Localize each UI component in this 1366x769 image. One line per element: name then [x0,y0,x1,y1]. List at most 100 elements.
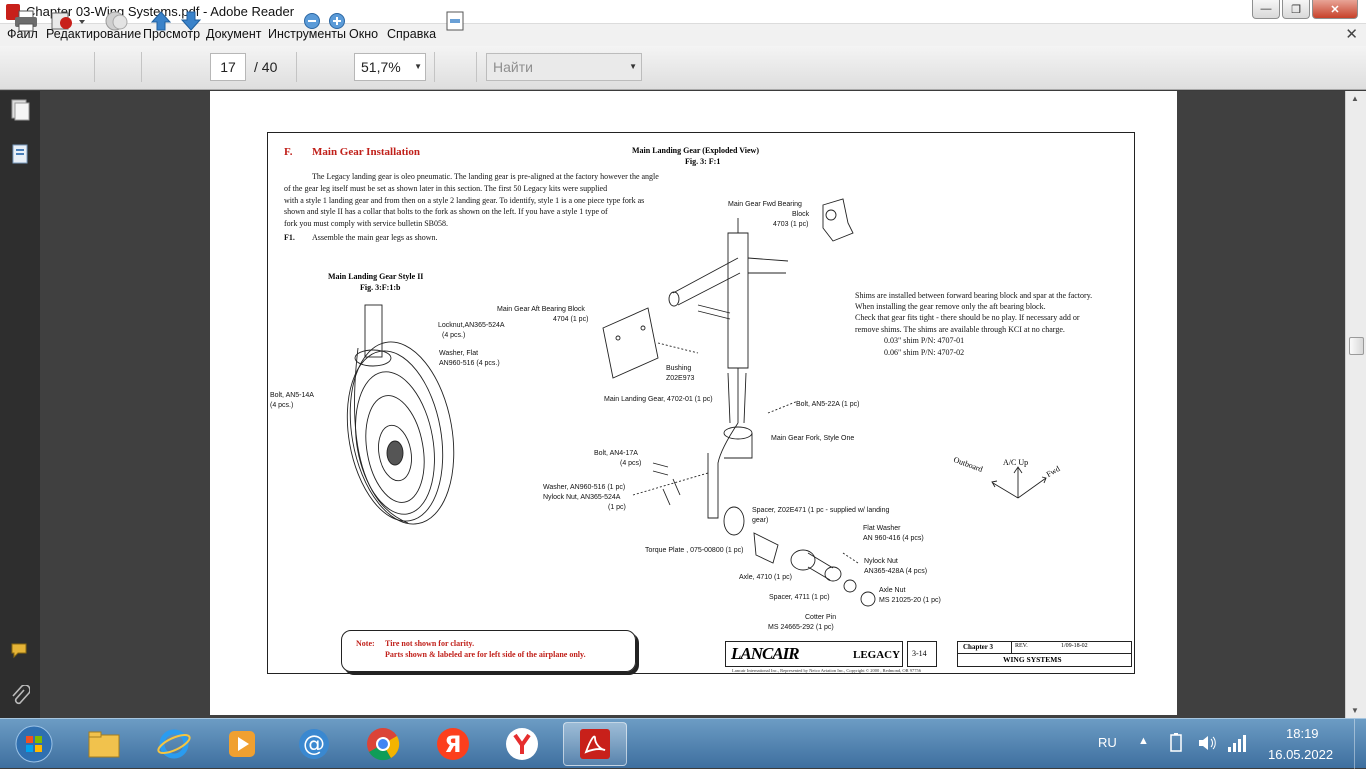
footer-section: WING SYSTEMS [1003,655,1062,664]
zoom-level-value: 51,7% [361,59,401,75]
footer-title-block: LANCAIR LEGACY 3-14 Chapter 3 REV. 1/09-… [725,641,1132,668]
label-axle: Axle, 4710 (1 pc) [739,574,792,581]
zoom-in-icon [329,13,345,29]
print-button[interactable] [12,8,40,34]
label-cotter-2: MS 24665-292 (1 pc) [768,624,834,631]
style2-fig: Fig. 3:F:1:b [360,283,401,292]
show-hidden-icons[interactable]: ▲ [1138,735,1149,747]
note-box: Note: Tire not shown for clarity. Parts … [341,630,636,672]
intro-line-5: fork you must comply with service bullet… [284,219,448,228]
label-axlenut: Axle Nut [879,587,906,594]
restore-button[interactable]: ❐ [1282,0,1310,19]
shim-line-4: remove shims. The shims are available th… [855,325,1065,334]
language-indicator[interactable]: RU [1098,735,1117,750]
shim-line-2: When installing the gear remove only the… [855,302,1046,311]
label-flatwasher-2: AN 960-416 (4 pcs) [863,535,924,542]
menu-help[interactable]: Справка [387,27,437,41]
taskbar-chrome[interactable] [351,722,415,766]
comment-button[interactable] [103,8,131,34]
label-spacer471: Spacer, Z02E471 (1 pc - supplied w/ land… [752,507,890,514]
minimize-button[interactable]: — [1252,0,1280,19]
pages-panel-icon[interactable] [10,99,30,121]
taskbar-explorer[interactable] [72,722,136,766]
scroll-down-icon[interactable]: ▼ [1351,706,1359,715]
taskbar-yandex[interactable]: Я [421,722,485,766]
taskbar-yandex-browser[interactable] [490,722,554,766]
orientation-axes [992,468,1047,499]
shim-line-3: Check that gear fits tight - there shoul… [855,313,1080,322]
fwd-bearing-block [822,198,854,242]
zoom-out-button[interactable] [302,8,322,34]
gear-leg [727,232,749,369]
start-button[interactable] [6,722,62,766]
navigation-panel [0,91,40,718]
scroll-up-icon[interactable]: ▲ [1351,94,1359,103]
page-number-input[interactable]: 17 [210,53,246,81]
attachments-panel-icon[interactable] [10,143,30,165]
adobe-reader-icon [6,4,20,20]
mail-at-icon: @ [299,729,329,759]
label-axlenut-2: MS 21025-20 (1 pc) [879,597,941,604]
style2-title: Main Landing Gear Style II [328,272,424,281]
label-aft-block-2: 4704 (1 pc) [553,316,589,323]
menu-window[interactable]: Окно [349,27,379,41]
printer-icon [15,10,37,32]
fork [707,422,739,519]
label-bushing-2: Z02E973 [666,375,695,382]
step-number: F1. [284,233,295,242]
yandex-icon: Я [437,728,469,760]
internet-explorer-icon [157,729,191,759]
menu-tools[interactable]: Инструменты [268,27,346,41]
intro-line-3: with a style 1 landing gear and from the… [284,196,645,205]
label-bolt14-2: (4 pcs.) [270,402,294,409]
next-page-button[interactable] [179,8,203,34]
shim-item-1: 0.03" shim P/N: 4707-01 [884,336,965,345]
paperclip-icon[interactable] [10,684,31,707]
section-letter: F. [284,146,293,158]
label-fwd-block-3: 4703 (1 pc) [773,221,809,228]
menu-edit[interactable]: Редактирование [46,27,142,41]
vertical-scrollbar[interactable]: ▲ ▼ [1345,91,1366,718]
windows-start-icon [15,725,53,763]
section-title: Main Gear Installation [312,146,420,158]
scroll-thumb[interactable] [1349,337,1364,355]
label-torque-plate: Torque Plate , 075-00800 (1 pc) [645,547,744,554]
taskbar-mail[interactable]: @ [282,722,346,766]
close-document-icon[interactable]: ✕ [1345,26,1358,43]
show-desktop-button[interactable] [1354,719,1366,769]
clock-date[interactable]: 16.05.2022 [1268,747,1334,762]
label-nylock524-2: (1 pc) [608,504,626,511]
menu-document[interactable]: Документ [206,27,262,41]
clock-time[interactable]: 18:19 [1286,726,1319,741]
fit-page-icon [446,11,464,31]
folder-icon [88,731,120,758]
taskbar-ie[interactable] [142,722,206,766]
zoom-out-icon [304,13,320,29]
label-bolt17-2: (4 pcs) [620,460,642,467]
label-gear-leg: Main Landing Gear, 4702-01 (1 pc) [604,396,713,403]
label-bolt17: Bolt, AN4-17A [594,450,638,457]
volume-icon[interactable] [1196,732,1218,757]
page-border: F. Main Gear Installation The Legacy lan… [267,132,1135,674]
share-button[interactable] [50,8,86,34]
intro-line-4: shown and style II has a collar that bol… [284,207,608,216]
taskbar-media[interactable] [210,722,274,766]
fit-page-button[interactable] [443,8,467,34]
adobe-reader-icon [580,729,610,759]
comments-panel-icon[interactable] [10,641,30,663]
zoom-level-select[interactable]: 51,7%▼ [354,53,426,81]
power-icon[interactable] [1166,732,1186,757]
previous-page-button[interactable] [149,8,173,34]
title-bar: Chapter 03-Wing Systems.pdf - Adobe Read… [0,0,1366,24]
gear-diagram [346,198,1047,607]
intro-line-2: of the gear leg itself must be set as sh… [284,184,608,193]
label-fwd-block-2: Block [792,211,810,218]
label-bolt22: Bolt, AN5-22A (1 pc) [796,401,860,408]
zoom-in-button[interactable] [327,8,347,34]
network-icon[interactable] [1226,732,1248,757]
close-button[interactable]: ✕ [1312,0,1358,19]
find-input[interactable]: Найти▼ [486,53,642,81]
label-nylock428-2: AN365-428A (4 pcs) [864,568,928,575]
pdf-page: F. Main Gear Installation The Legacy lan… [210,91,1177,715]
taskbar-adobe-reader[interactable] [563,722,627,766]
